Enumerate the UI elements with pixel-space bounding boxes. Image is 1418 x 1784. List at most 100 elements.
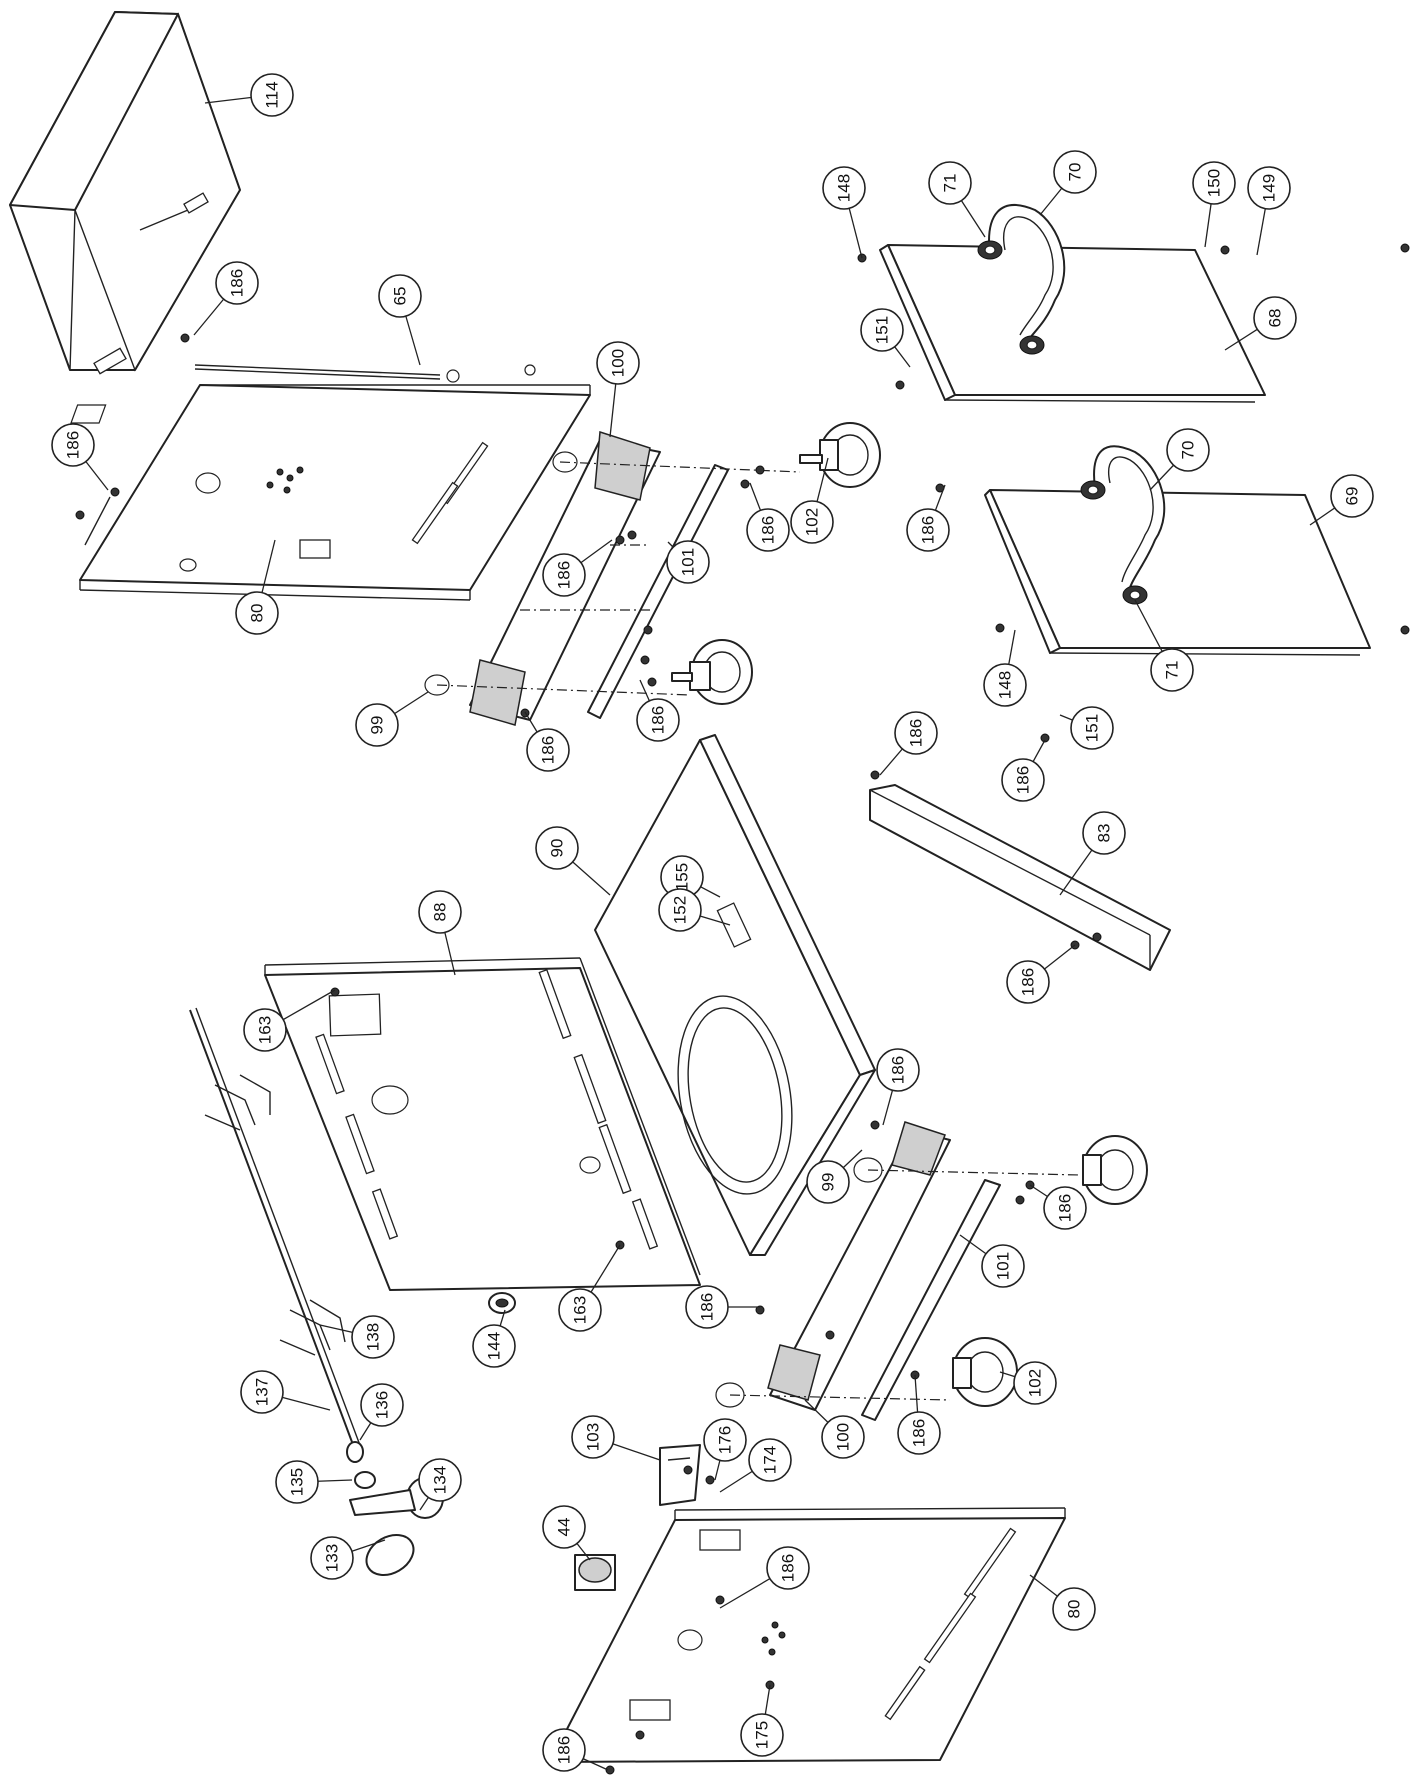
callout-circle (897, 1411, 941, 1455)
callout-circle (571, 1415, 615, 1459)
callout-134: 134 (418, 1458, 462, 1511)
callout-circle (472, 1324, 516, 1368)
callout-number: 133 (323, 1544, 342, 1572)
callout-number: 114 (263, 81, 282, 108)
callout-number: 186 (698, 1293, 717, 1321)
callout-circle (355, 703, 399, 747)
callout-number: 186 (907, 719, 926, 747)
callout-102: 102 (999, 1361, 1057, 1405)
callout-circle (1166, 428, 1210, 472)
callout-148: 148 (983, 629, 1027, 707)
callout-133: 133 (310, 1536, 386, 1580)
callout-69: 69 (1309, 474, 1374, 526)
callout-circle (746, 508, 790, 552)
callout-163: 163 (558, 1244, 621, 1332)
callout-number: 88 (431, 903, 450, 922)
callout-number: 68 (1266, 309, 1285, 328)
callout-number: 134 (431, 1466, 450, 1494)
callout-circle (1043, 1186, 1087, 1230)
callout-186: 186 (51, 423, 109, 491)
callout-144: 144 (472, 1309, 516, 1368)
callout-circle (418, 890, 462, 934)
callout-65: 65 (378, 274, 422, 366)
callout-circle (1013, 1361, 1057, 1405)
callout-101: 101 (666, 540, 710, 584)
callout-175: 175 (740, 1684, 784, 1757)
callout-155: 155 (660, 855, 721, 899)
part-102-caster-lower-2 (952, 1337, 1018, 1407)
callout-circle (928, 161, 972, 205)
callout-number: 70 (1179, 441, 1198, 460)
callout-circle (821, 1415, 865, 1459)
callout-circle (240, 1370, 284, 1414)
callout-circle (703, 1418, 747, 1462)
part-83-bar (869, 784, 1171, 971)
callout-circle (1330, 474, 1374, 518)
callout-163: 163 (243, 989, 336, 1052)
callout-circle (1082, 811, 1126, 855)
callout-number: 101 (994, 1252, 1013, 1280)
callout-149: 149 (1247, 166, 1291, 256)
callout-176: 176 (703, 1418, 747, 1481)
callout-circle (243, 1008, 287, 1052)
callout-number: 186 (555, 561, 574, 589)
callout-number: 186 (889, 1056, 908, 1084)
callout-number: 90 (548, 839, 567, 858)
callout-number: 186 (910, 1419, 929, 1447)
callout-circle (235, 591, 279, 635)
callout-102: 102 (790, 457, 834, 544)
callout-circle (685, 1285, 729, 1329)
callout-circle (51, 423, 95, 467)
callout-circle (558, 1288, 602, 1332)
callout-186: 186 (897, 1374, 941, 1455)
callout-number: 186 (555, 1736, 574, 1764)
callout-circle (1053, 150, 1097, 194)
callout-circle (360, 1383, 404, 1427)
callout-number: 101 (679, 548, 698, 576)
callout-number: 186 (64, 431, 83, 459)
callout-68: 68 (1224, 296, 1297, 351)
callout-circle (1052, 1587, 1096, 1631)
callout-circle (748, 1438, 792, 1482)
callout-186: 186 (719, 1546, 810, 1609)
callout-circle (636, 698, 680, 742)
fasteners (75, 243, 1410, 1775)
callout-number: 152 (671, 896, 690, 924)
callout-135: 135 (275, 1460, 353, 1504)
callout-number: 151 (1083, 714, 1102, 742)
callout-137: 137 (240, 1370, 331, 1414)
callout-number: 150 (1205, 169, 1224, 197)
callout-186: 186 (1001, 739, 1046, 802)
part-103-bracket (659, 1444, 715, 1506)
callout-circle (1070, 706, 1114, 750)
callout-number: 103 (584, 1423, 603, 1451)
part-102-caster-upper-2 (671, 639, 753, 705)
callout-circle (351, 1315, 395, 1359)
callout-number: 186 (649, 706, 668, 734)
callout-99: 99 (806, 1149, 863, 1204)
part-70-handle-upper (977, 204, 1066, 355)
callout-151: 151 (860, 308, 911, 368)
callout-circle (981, 1244, 1025, 1288)
part-65-rod (194, 364, 536, 383)
part-114-housing (9, 11, 241, 375)
callout-186: 186 (906, 484, 950, 552)
callout-number: 151 (873, 316, 892, 344)
callout-number: 186 (228, 269, 247, 297)
part-137-138-spit (189, 1007, 376, 1489)
callout-circle (983, 663, 1027, 707)
callout-100: 100 (804, 1399, 865, 1459)
callout-circle (1150, 648, 1194, 692)
callout-circle (535, 826, 579, 870)
callout-71: 71 (1134, 599, 1194, 692)
callout-88: 88 (418, 890, 462, 976)
callout-number: 144 (485, 1332, 504, 1360)
part-70-handle-lower (1080, 445, 1166, 605)
callout-number: 163 (256, 1016, 275, 1044)
callout-number: 186 (1019, 968, 1038, 996)
callout-circle (766, 1546, 810, 1590)
callout-number: 71 (1163, 661, 1182, 680)
callout-186: 186 (1029, 1184, 1087, 1230)
part-88-oven-panel (264, 957, 701, 1291)
